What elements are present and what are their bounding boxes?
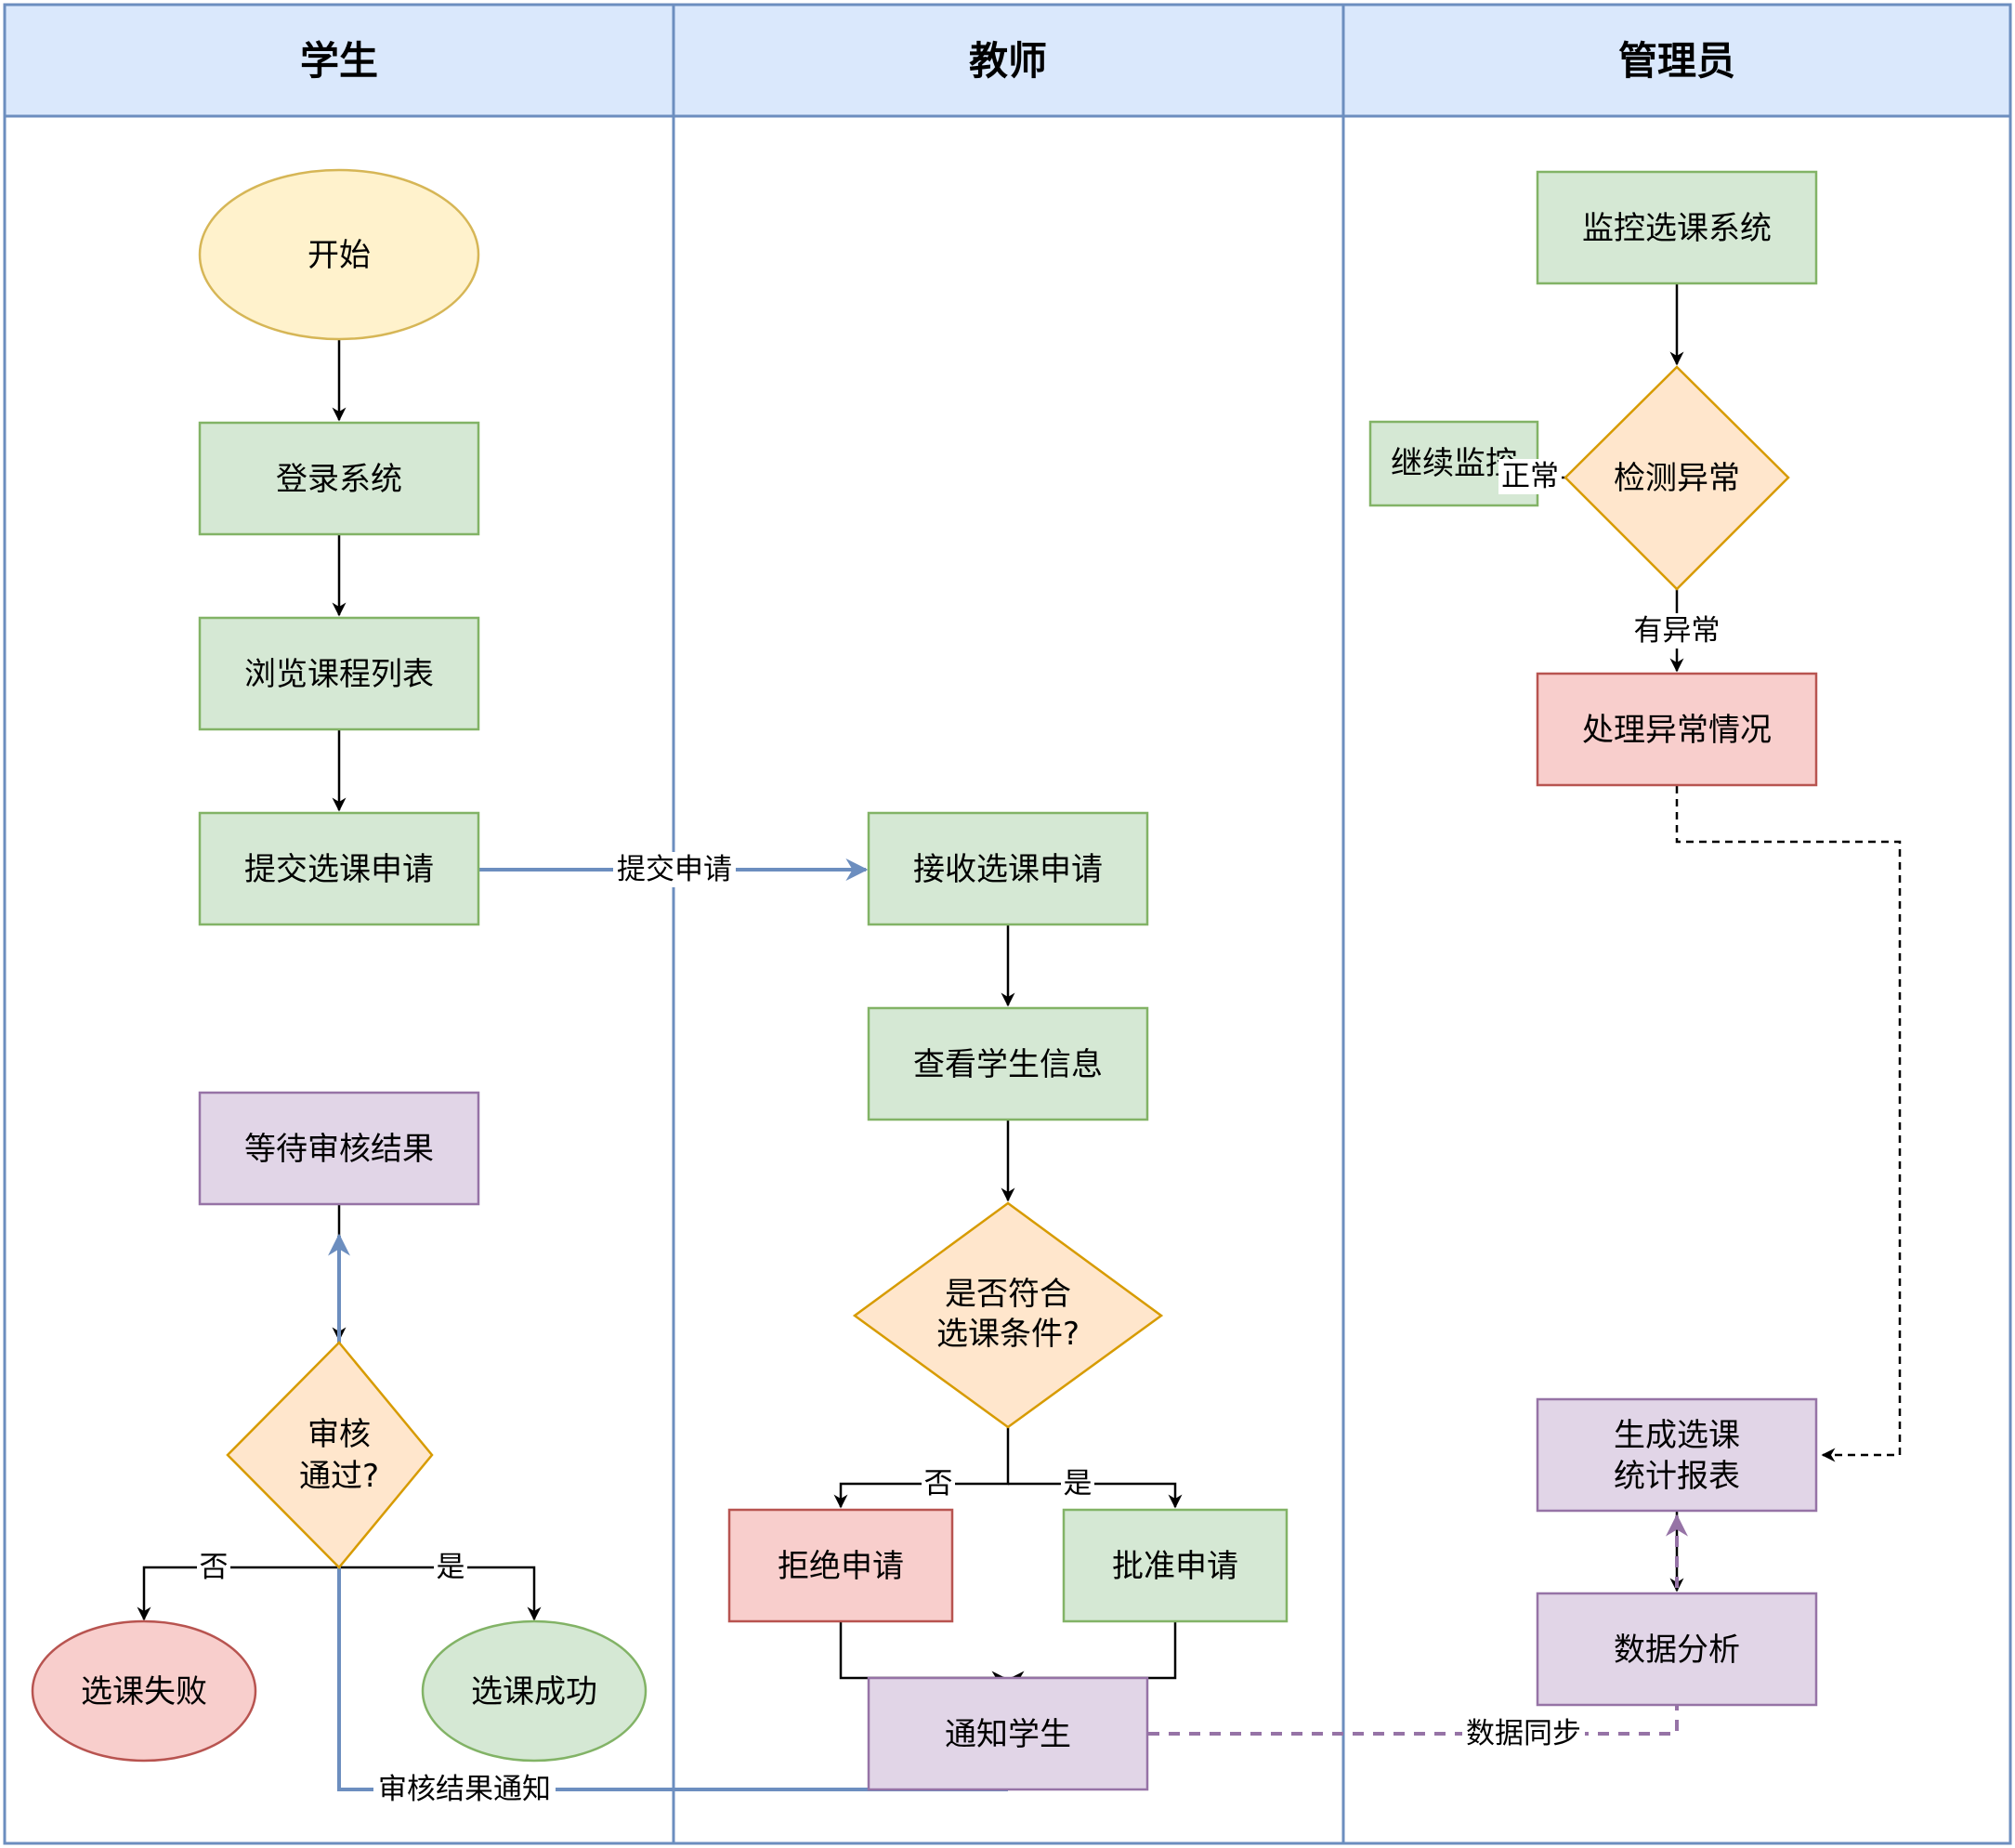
node-login[interactable] — [198, 421, 480, 536]
label-detect: 检测异常 — [1614, 460, 1740, 497]
node-handle[interactable] — [1536, 672, 1818, 787]
label-review-pass-line2: 通过? — [299, 1458, 379, 1495]
lane-header-teacher — [672, 3, 1345, 118]
node-fail[interactable] — [31, 1619, 257, 1763]
edge-label-review-no: 否 — [200, 1551, 229, 1584]
edge-review-success — [339, 1566, 542, 1621]
edge-label-bg-review-yes — [434, 1550, 467, 1585]
label-eligible-line2: 选课条件? — [936, 1316, 1079, 1353]
edge-review-fail — [137, 1566, 339, 1621]
label-report-line2: 统计报表 — [1614, 1458, 1740, 1495]
edge-handle-report — [1675, 786, 1902, 1462]
node-approve[interactable] — [1062, 1508, 1289, 1623]
label-browse: 浏览课程列表 — [244, 656, 434, 693]
label-login: 登录系统 — [276, 461, 402, 498]
node-labels: 开始 登录系统 浏览课程列表 提交选课申请 等待审核结果 审核 通过? 选课失败… — [81, 210, 1772, 1753]
edge-label-bg-data-sync — [1462, 1716, 1585, 1751]
label-receive: 接收选课申请 — [913, 851, 1103, 888]
edge-label-bg-eligible-no — [922, 1466, 955, 1501]
node-start[interactable] — [198, 168, 480, 341]
lane-title-admin: 管理员 — [1618, 38, 1735, 84]
nodes — [31, 168, 1818, 1791]
edge-label-review-yes: 是 — [437, 1551, 465, 1584]
label-monitor: 监控选课系统 — [1582, 210, 1772, 247]
label-notify: 通知学生 — [945, 1716, 1071, 1753]
node-submit[interactable] — [198, 811, 480, 926]
node-receive[interactable] — [867, 811, 1149, 926]
node-analysis[interactable] — [1536, 1592, 1818, 1707]
edge-label-detect-abnormal: 有异常 — [1634, 614, 1721, 648]
lane-title-teacher: 教师 — [969, 38, 1047, 84]
edge-label-bg-detect-abnormal — [1630, 613, 1723, 649]
label-submit: 提交选课申请 — [244, 851, 434, 888]
label-wait: 等待审核结果 — [244, 1131, 434, 1168]
node-eligible[interactable] — [852, 1201, 1164, 1429]
node-monitor[interactable] — [1536, 170, 1818, 285]
label-analysis: 数据分析 — [1614, 1632, 1740, 1669]
node-detect[interactable] — [1564, 365, 1790, 591]
edge-label-data-sync: 数据同步 — [1466, 1717, 1581, 1750]
label-eligible-line1: 是否符合 — [945, 1276, 1071, 1313]
node-reject[interactable] — [727, 1508, 954, 1623]
node-browse[interactable] — [198, 616, 480, 731]
label-view-info: 查看学生信息 — [913, 1046, 1103, 1083]
edge-label-review-result-notice: 审核结果通知 — [378, 1773, 551, 1806]
edge-label-eligible-no: 否 — [924, 1467, 953, 1501]
node-wait[interactable] — [198, 1091, 480, 1206]
node-notify[interactable] — [867, 1676, 1149, 1791]
lane-title-student: 学生 — [300, 38, 378, 84]
label-reject: 拒绝申请 — [778, 1548, 904, 1585]
edge-label-submit-request: 提交申请 — [617, 853, 732, 886]
label-approve: 批准申请 — [1112, 1548, 1238, 1585]
node-review-pass[interactable] — [226, 1341, 434, 1569]
edge-label-bg-detect-normal — [1498, 459, 1562, 494]
label-handle: 处理异常情况 — [1582, 712, 1772, 749]
label-continue: 继续监控 — [1391, 445, 1517, 482]
node-report[interactable] — [1536, 1397, 1818, 1513]
edge-label-bg-review-no — [197, 1550, 230, 1585]
node-view-info[interactable] — [867, 1006, 1149, 1121]
node-success[interactable] — [421, 1619, 648, 1763]
edge-labels: 提交申请 否 是 否 是 正常 有异常 审核结果通知 数据同步 — [197, 459, 1723, 1807]
label-fail: 选课失败 — [81, 1673, 207, 1710]
label-success: 选课成功 — [471, 1673, 597, 1710]
edge-label-bg-eligible-yes — [1061, 1466, 1094, 1501]
edge-label-detect-normal: 正常 — [1501, 460, 1559, 493]
lane-header-admin — [1341, 3, 2012, 118]
edge-label-eligible-yes: 是 — [1064, 1467, 1093, 1501]
label-review-pass-line1: 审核 — [307, 1416, 371, 1453]
label-start: 开始 — [307, 237, 371, 274]
label-report-line1: 生成选课 — [1614, 1417, 1740, 1454]
lane-header-student — [3, 3, 675, 118]
edge-label-bg-review-notice — [373, 1772, 556, 1807]
edge-label-bg-submit — [613, 852, 736, 887]
